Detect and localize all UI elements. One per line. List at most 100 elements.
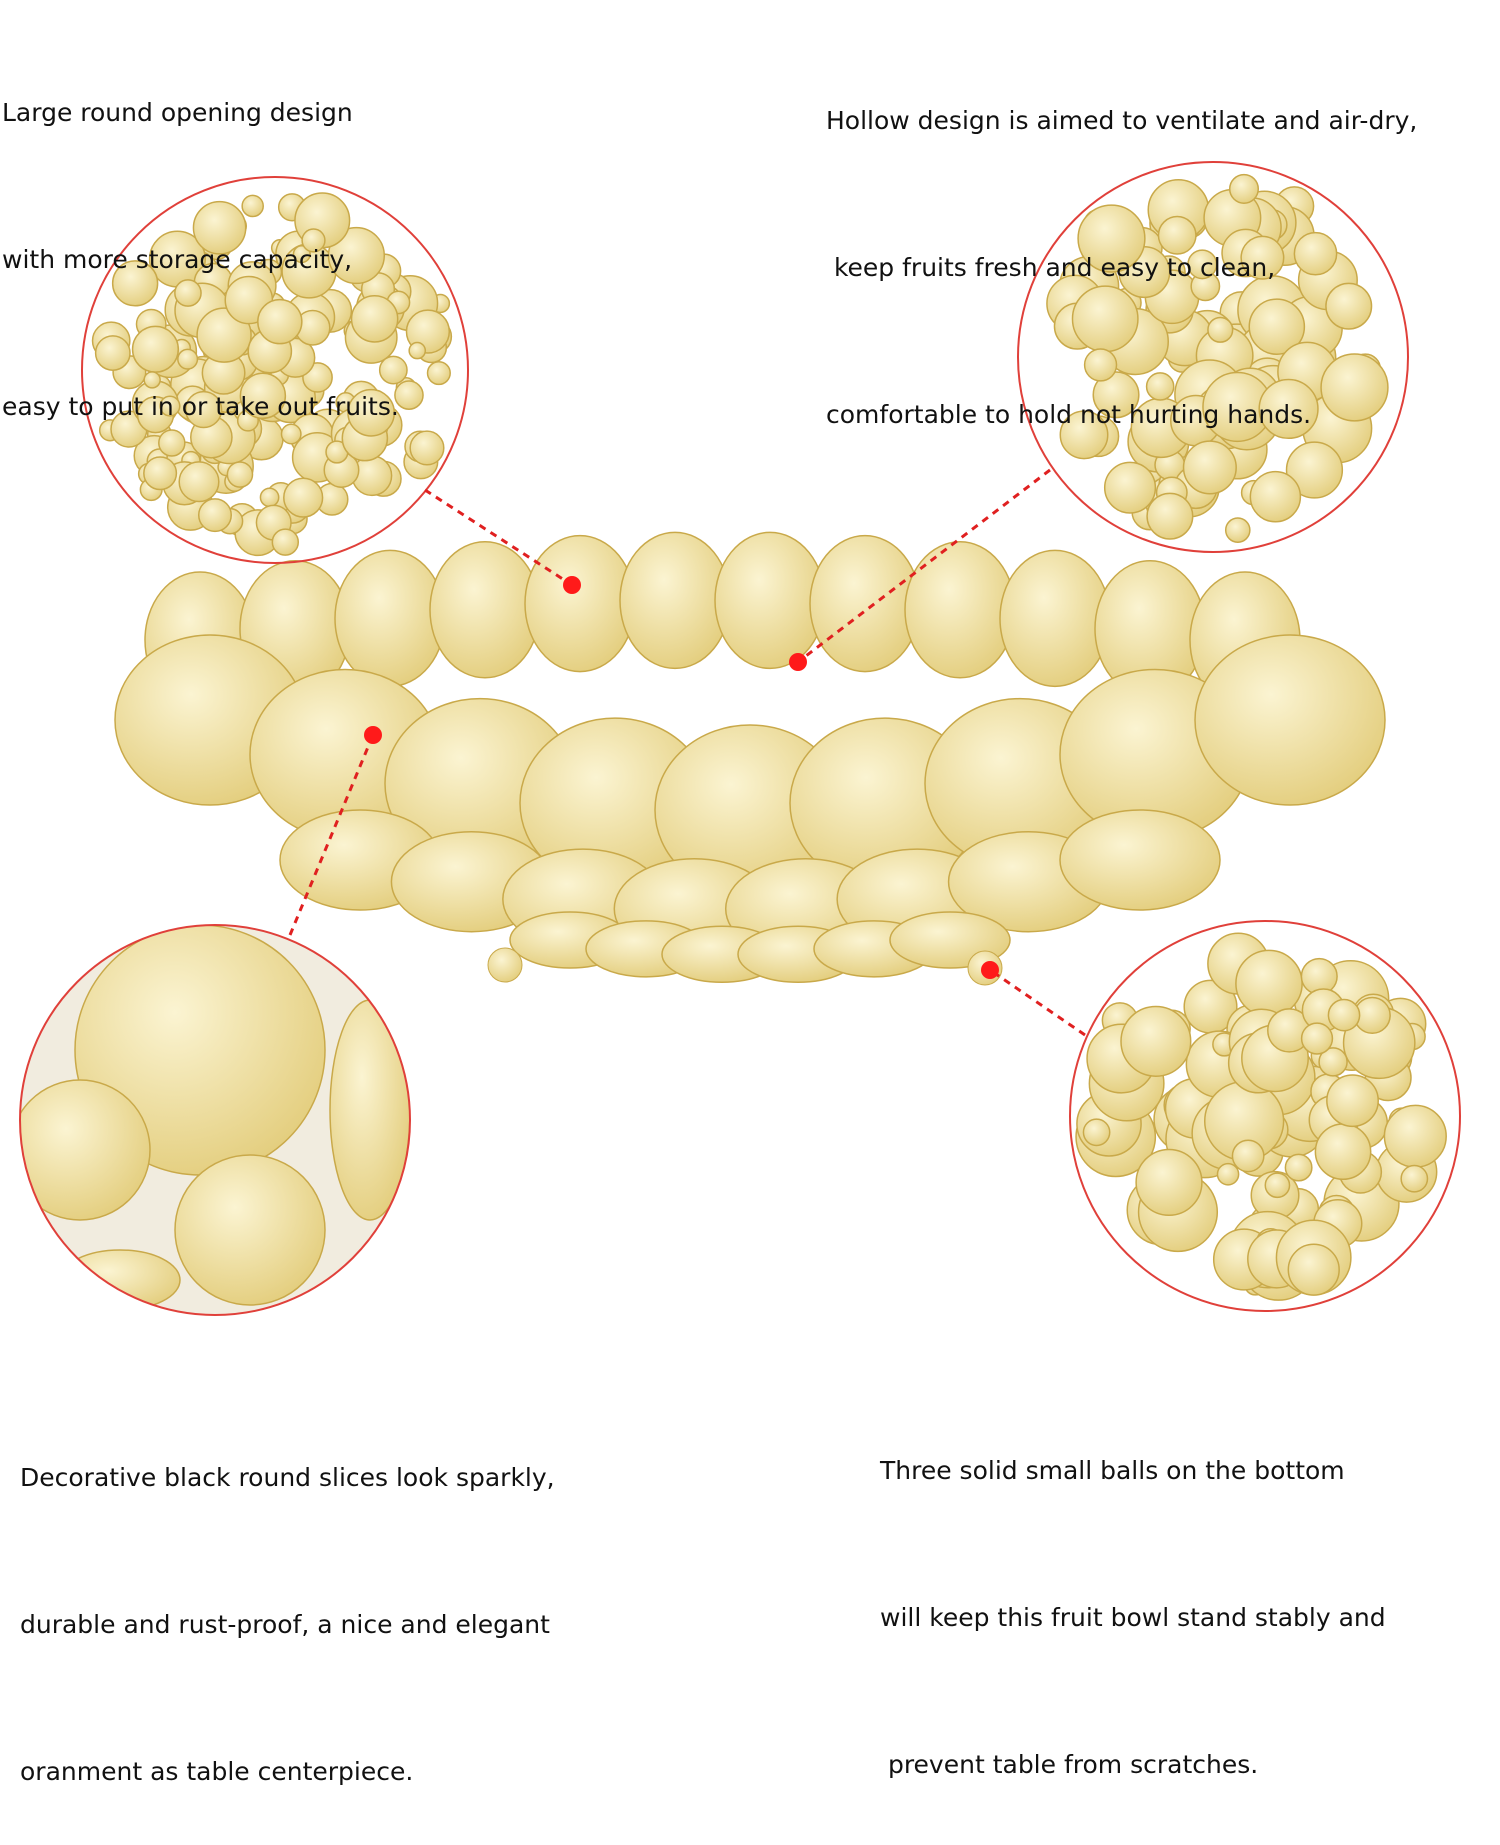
gold-disc (177, 348, 199, 370)
gold-disc (1293, 231, 1338, 276)
gold-disc (241, 194, 264, 218)
gold-disc (1300, 1022, 1334, 1055)
gold-disc (1318, 1047, 1348, 1077)
gold-disc (1228, 173, 1260, 204)
gold-disc (1240, 235, 1285, 280)
product-illustration (19, 161, 1461, 1316)
gold-disc (1194, 634, 1386, 806)
gold-disc (1249, 470, 1302, 523)
gold-disc (1327, 998, 1361, 1032)
gold-disc (283, 477, 324, 518)
gold-disc (1207, 316, 1234, 343)
gold-disc (426, 360, 451, 386)
caption-top-right: Hollow design is aimed to ventilate and … (826, 0, 1417, 488)
detail-bottom-left (19, 924, 411, 1316)
gold-disc (239, 372, 287, 420)
gold-disc (1248, 298, 1306, 355)
caption-line: will keep this fruit bowl stand stably a… (880, 1603, 1386, 1632)
gold-disc (226, 461, 254, 488)
gold-disc (1120, 1005, 1192, 1077)
caption-line: with more storage capacity, (2, 245, 353, 274)
gold-disc (350, 295, 399, 343)
gold-disc (301, 228, 326, 253)
caption-top-left: Large round opening design with more sto… (2, 0, 399, 480)
gold-disc (174, 279, 202, 307)
gold-disc (159, 395, 181, 417)
gold-disc (1400, 1164, 1429, 1193)
gold-disc (280, 423, 302, 445)
gold-disc (334, 549, 446, 688)
marker-dot (364, 726, 382, 744)
gold-disc (111, 260, 159, 307)
marker-dot (981, 961, 999, 979)
gold-disc (714, 531, 826, 670)
caption-line: Decorative black round slices look spark… (20, 1463, 555, 1492)
gold-disc (1285, 441, 1344, 499)
gold-disc (197, 498, 232, 533)
detail-top-left (81, 176, 469, 564)
gold-disc (394, 380, 424, 410)
gold-disc (1092, 371, 1140, 419)
gold-disc (524, 534, 636, 673)
gold-disc (1187, 249, 1218, 280)
caption-line: prevent table from scratches. (880, 1750, 1259, 1779)
caption-line: durable and rust-proof, a nice and elega… (20, 1610, 550, 1639)
marker-dot (789, 653, 807, 671)
gold-disc (429, 541, 541, 679)
callout-line (989, 968, 1086, 1037)
gold-disc (1284, 1153, 1313, 1182)
gold-disc (1157, 215, 1197, 255)
gold-disc (1059, 809, 1221, 911)
gold-disc (1224, 517, 1251, 543)
caption-line: Hollow design is aimed to ventilate and … (826, 106, 1418, 135)
caption-line: keep fruits fresh and easy to clean, (826, 253, 1276, 282)
gold-disc (1383, 1104, 1447, 1168)
gold-disc (143, 456, 178, 491)
gold-disc (1325, 282, 1373, 330)
gold-disc (1287, 1243, 1340, 1296)
gold-disc (192, 200, 247, 255)
gold-disc (1258, 378, 1319, 440)
gold-disc (1182, 440, 1237, 495)
gold-disc (1145, 372, 1175, 401)
gold-disc (1216, 1162, 1240, 1186)
gold-disc (271, 528, 300, 556)
gold-disc (999, 549, 1111, 688)
caption-line: comfortable to hold not hurting hands. (826, 400, 1312, 429)
gold-disc (1231, 1139, 1265, 1173)
gold-disc (1146, 492, 1194, 540)
callout-line (424, 488, 573, 587)
gold-disc (904, 541, 1016, 679)
gold-disc (94, 335, 131, 371)
ball-foot (487, 947, 523, 983)
gold-disc (174, 1154, 326, 1306)
gold-disc (178, 461, 220, 503)
gold-disc (409, 430, 445, 466)
gold-disc (1264, 1172, 1291, 1199)
gold-disc (347, 388, 396, 437)
gold-disc (259, 487, 280, 508)
gold-disc (1314, 1123, 1372, 1181)
callout-line (797, 468, 1051, 664)
caption-bottom-right: Three solid small balls on the bottom wi… (880, 1348, 1386, 1838)
gold-disc (184, 390, 223, 429)
gold-disc (619, 531, 731, 670)
gold-disc (1235, 949, 1303, 1018)
gold-disc (1082, 1118, 1111, 1147)
gold-disc (809, 534, 921, 673)
detail-top-right (1017, 161, 1409, 553)
detail-bottom-right (1069, 920, 1461, 1312)
gold-disc (1135, 1148, 1203, 1216)
gold-disc (1103, 461, 1157, 514)
gold-disc (158, 429, 186, 457)
fruit-bowl-image (114, 531, 1386, 986)
marker-dot (563, 576, 581, 594)
gold-disc (257, 298, 303, 345)
callout-line (288, 734, 375, 936)
gold-disc (408, 341, 427, 360)
gold-disc (20, 1079, 151, 1221)
caption-line: easy to put in or take out fruits. (2, 392, 399, 421)
gold-disc (327, 226, 386, 285)
caption-line: Large round opening design (2, 98, 353, 127)
caption-bottom-left: Decorative black round slices look spark… (20, 1355, 555, 1845)
